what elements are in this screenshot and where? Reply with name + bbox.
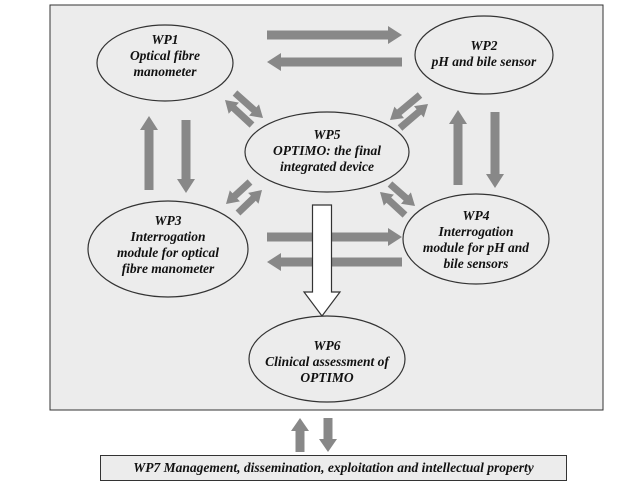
wp4-label: WP4 Interrogation module for pH and bile… (406, 208, 546, 272)
arrow-wp4-to-wp5 (380, 192, 408, 218)
arrow-wp5-to-wp3 (226, 179, 253, 204)
wp1-line-2: manometer (133, 64, 197, 79)
wp6-ellipse (248, 315, 406, 403)
arrow-wp1-to-wp5 (232, 90, 263, 118)
arrow-wp1-to-wp3 (177, 120, 195, 193)
wp3-ellipse (87, 200, 249, 298)
wp6-line-2: OPTIMO (300, 370, 354, 385)
wp1-title: WP1 (151, 32, 179, 47)
arrow-wp5-to-wp2 (397, 104, 428, 131)
wp4-line-3: bile sensors (443, 256, 509, 271)
wp6-label: WP6 Clinical assessment of OPTIMO (247, 338, 407, 386)
wp5-line-1: OPTIMO: the final (273, 143, 381, 158)
wp3-label: WP3 Interrogation module for optical fib… (93, 213, 243, 277)
arrows-group (140, 26, 504, 452)
wp5-title: WP5 (313, 127, 341, 142)
wp5-ellipse (244, 111, 410, 193)
wp4-line-1: Interrogation (438, 224, 514, 239)
wp5-label: WP5 OPTIMO: the final integrated device (247, 127, 407, 175)
arrow-wp1-to-wp2 (267, 26, 402, 44)
arrow-wp3-to-wp4 (267, 228, 402, 246)
arrow-wp7-to-panel (291, 418, 309, 452)
arrow-wp4-to-wp2 (449, 110, 467, 185)
wp2-title: WP2 (470, 38, 498, 53)
wp4-ellipse (402, 193, 550, 285)
wp4-line-2: module for pH and (422, 240, 530, 255)
wp7-label: WP7 Management, dissemination, exploitat… (133, 460, 534, 475)
wp2-ellipse (414, 15, 554, 95)
arrow-wp4-to-wp3 (267, 253, 402, 271)
wp6-line-1: Clinical assessment of (265, 354, 389, 369)
wp1-ellipse (96, 24, 234, 102)
wp2-label: WP2 pH and bile sensor (414, 38, 554, 70)
arrow-panel-to-wp7 (319, 418, 337, 452)
arrow-wp5-to-wp1 (225, 100, 255, 128)
wp4-title: WP4 (462, 208, 490, 223)
wp7-box: WP7 Management, dissemination, exploitat… (100, 455, 567, 481)
arrow-wp2-to-wp5 (390, 92, 423, 120)
wp2-line-1: pH and bile sensor (431, 54, 537, 69)
arrow-wp5-to-wp6 (302, 204, 342, 317)
arrow-wp2-to-wp1 (267, 53, 402, 71)
wp6-title: WP6 (313, 338, 341, 353)
wp1-label: WP1 Optical fibre manometer (95, 32, 235, 80)
wp3-line-2: module for optical (117, 245, 219, 260)
wp5-line-2: integrated device (279, 159, 375, 174)
wp3-title: WP3 (154, 213, 182, 228)
arrow-wp2-to-wp4 (486, 112, 504, 188)
wp1-line-1: Optical fibre (129, 48, 201, 63)
arrow-wp5-to-wp4 (387, 181, 415, 206)
arrow-wp3-to-wp1 (140, 116, 158, 190)
wp3-line-1: Interrogation (130, 229, 206, 244)
wp3-line-3: fibre manometer (121, 261, 215, 276)
arrow-wp3-to-wp5 (235, 190, 262, 216)
